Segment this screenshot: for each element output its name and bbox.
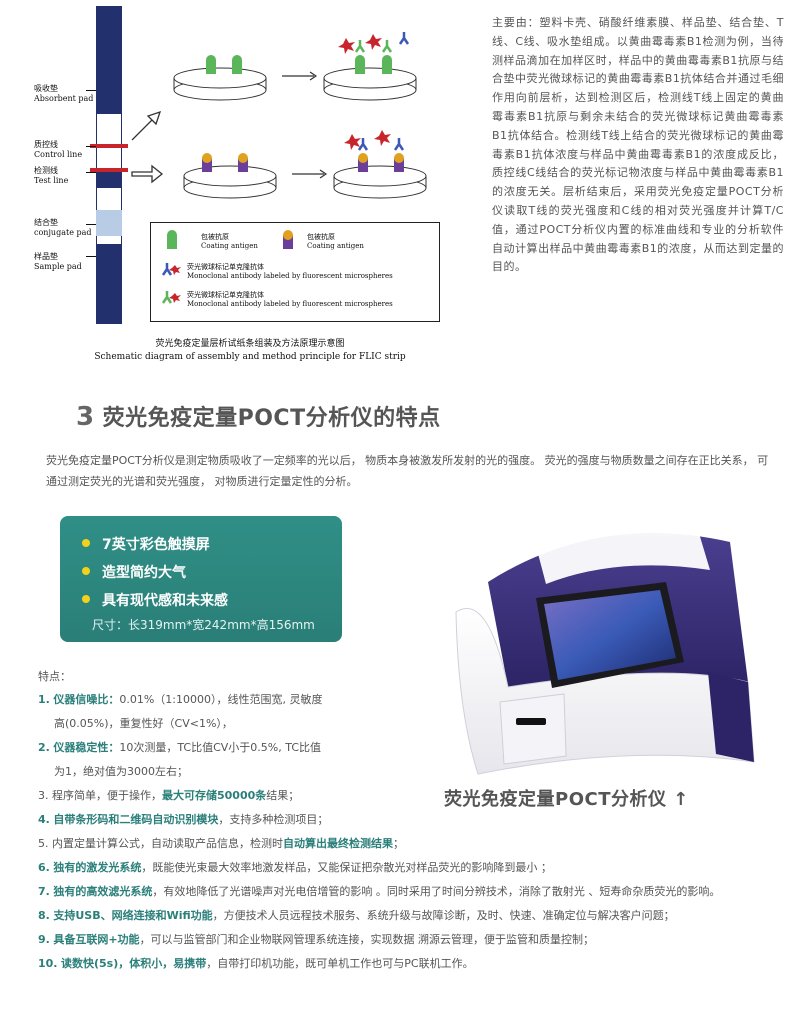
feature-item: 6. 独有的激发光系统，既能使光束最大效率地激发样品，又能保证把杂散光对样品荧光… [38, 861, 552, 874]
feature-item-continuation: 为1，绝对值为3000左右； [54, 765, 188, 778]
feature-item: 7. 独有的高效滤光系统，有效地降低了光谱噪声对光电倍增管的影响 。同时采用了时… [38, 885, 721, 898]
feature-highlight-item: 造型简约大气 [82, 562, 186, 582]
label-tick [86, 256, 96, 257]
strip-white-segment [96, 188, 122, 210]
feature-item: 5. 内置定量计算公式，自动读取产品信息，检测时自动算出最终检测结果； [38, 837, 404, 850]
test-line [90, 168, 128, 172]
strip-label-control: 质控线 Control line [34, 140, 83, 159]
feature-item: 8. 支持USB、网络连接和Wifi功能，方便技术人员远程技术服务、系统升级与故… [38, 909, 675, 922]
schematic-caption: 荧光免疫定量层析试纸条组装及方法原理示意图 Schematic diagram … [94, 339, 406, 362]
reaction-diagram [131, 32, 427, 199]
strip-label-sample: 样品垫 Sample pad [34, 252, 82, 271]
strip-label-absorbent: 吸收垫 Absorbent pad [34, 84, 94, 103]
bullet-icon [82, 595, 90, 603]
arrow-icon [292, 169, 328, 179]
bullet-icon [82, 567, 90, 575]
feature-item: 9. 具备互联网+功能，可以与监管部门和企业物联网管理系统连接，实现数据 溯源云… [38, 933, 595, 946]
principle-paragraph: 主要由：塑料卡壳、硝酸纤维素膜、样品垫、结合垫、T线、C线、吸水垫组成。以黄曲霉… [492, 16, 784, 274]
feature-highlight-item: 7英寸彩色触摸屏 [82, 534, 210, 554]
arrow-icon [282, 71, 318, 81]
label-tick [86, 146, 96, 147]
control-line [90, 144, 128, 148]
strip-conjugate-segment [96, 210, 122, 236]
bullet-icon [82, 539, 90, 547]
section-intro: 荧光免疫定量POCT分析仪是测定物质吸收了一定频率的光以后， 物质本身被激发所发… [46, 454, 769, 488]
disc-green-before [173, 55, 267, 101]
feature-item: 10. 读数快(5s)，体积小，易携带，自带打印机功能，既可单机工作也可与PC联… [38, 957, 474, 970]
label-tick [86, 224, 96, 225]
strip-label-test: 检测线 Test line [34, 166, 69, 185]
disc-green-after [323, 32, 417, 101]
schematic-diagram: 吸收垫 Absorbent pad 质控线 Control line 检测线 T… [0, 0, 470, 380]
strip-arrow-icon [131, 110, 162, 141]
feature-item: 1. 仪器信噪比：0.01%（1:10000），线性范围宽, 灵敏度 [38, 693, 323, 706]
feature-item: 4. 自带条形码和二维码自动识别模块，支持多种检测项目； [38, 813, 329, 826]
feature-item: 3. 程序简单，便于操作，最大可存储50000条结果； [38, 789, 300, 802]
label-tick [86, 90, 96, 91]
disc-purple-before [183, 153, 277, 199]
features-label: 特点： [38, 670, 71, 683]
device-dimensions: 尺寸：长319mm*宽242mm*高156mm [92, 618, 315, 632]
disc-purple-after [333, 130, 427, 199]
poct-analyzer-image [455, 527, 755, 775]
feature-highlight-item: 具有现代感和未来感 [82, 590, 228, 610]
device-caption: 荧光免疫定量POCT分析仪 ↑ [444, 789, 689, 810]
feature-item: 2. 仪器稳定性：10次测量，TC比值CV小于0.5%, TC比值 [38, 741, 321, 754]
strip-arrow-icon [131, 164, 164, 184]
strip-membrane-segment [96, 114, 122, 172]
strip-gap-segment [96, 236, 122, 244]
feature-highlight-box: 7英寸彩色触摸屏 造型简约大气 具有现代感和未来感 尺寸：长319mm*宽242… [60, 516, 342, 642]
feature-item-continuation: 高(0.05%)，重复性好（CV<1%）， [54, 717, 233, 730]
label-tick [86, 172, 96, 173]
strip-label-conjugate: 结合垫 conjugate pad [34, 218, 92, 237]
